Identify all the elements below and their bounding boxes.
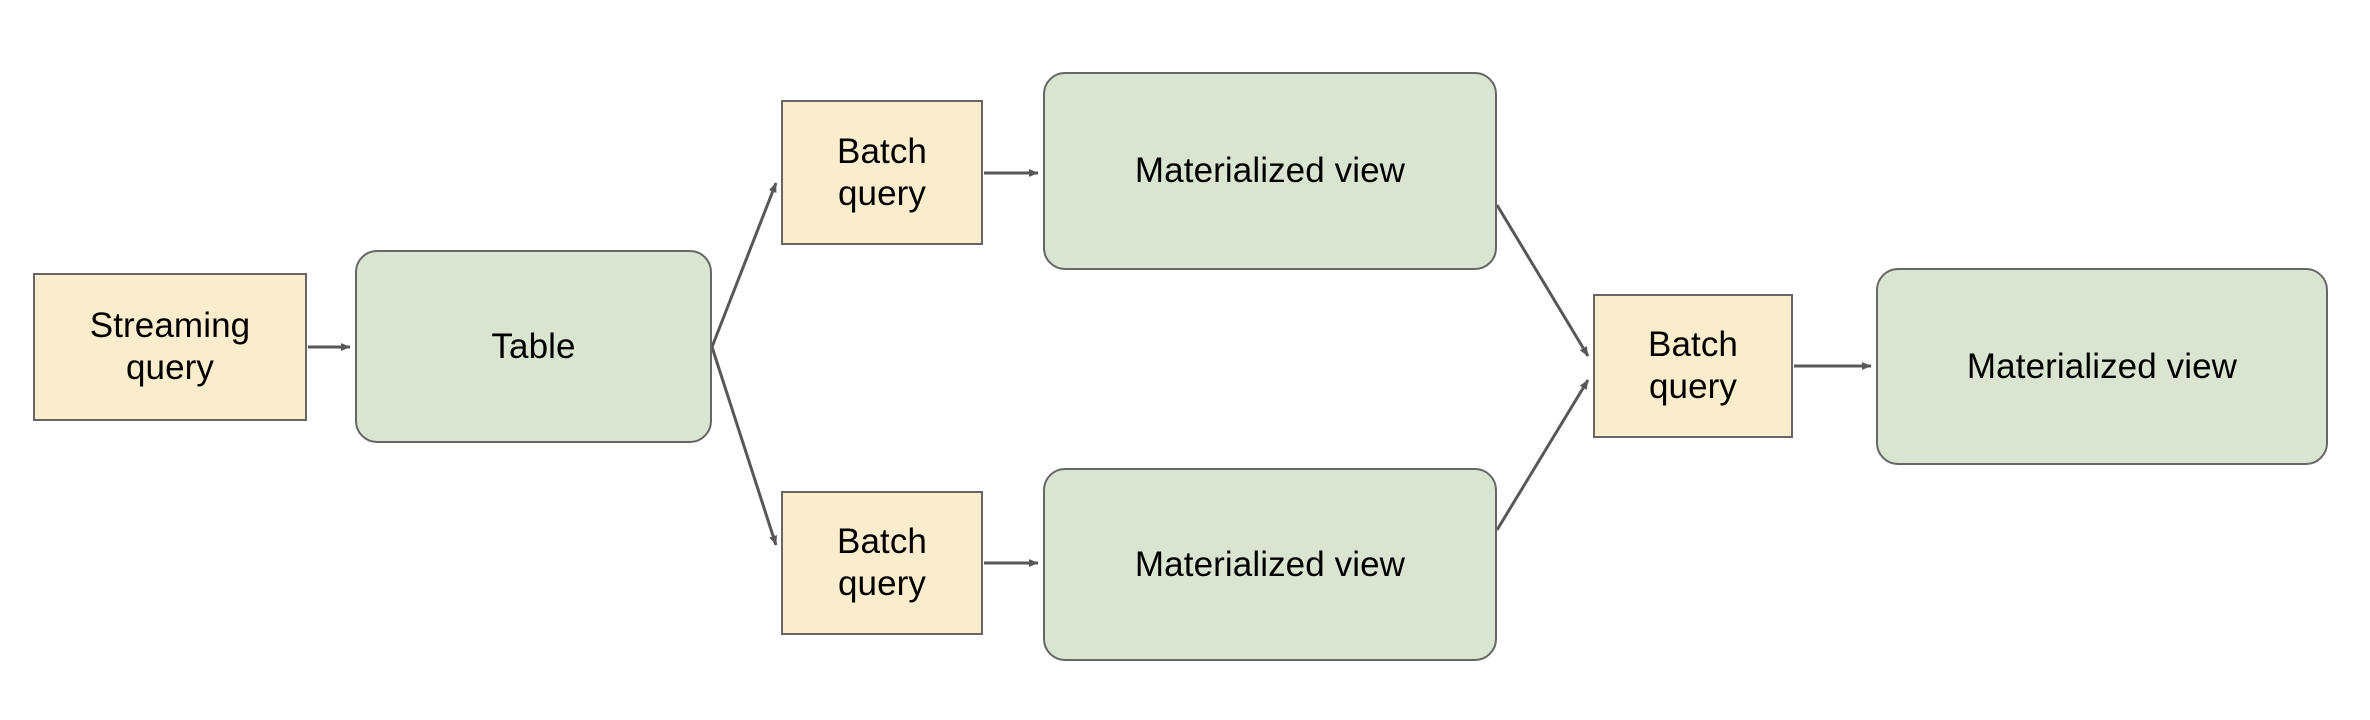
edge-table-to-batch-bottom (710, 346, 778, 546)
node-materialized-view-right[interactable]: Materialized view (1876, 268, 2328, 465)
node-table-label: Table (491, 326, 576, 366)
node-streaming-query[interactable]: Streaming query (33, 273, 307, 421)
node-streaming-query-label: Streaming query (89, 306, 251, 387)
edge-mv-bottom-to-merge (1495, 379, 1590, 531)
node-materialized-view-bottom[interactable]: Materialized view (1043, 468, 1497, 661)
node-materialized-view-top[interactable]: Materialized view (1043, 72, 1497, 270)
node-materialized-view-right-label: Materialized view (1966, 346, 2238, 386)
edge-mv-top-to-merge (1495, 204, 1590, 357)
node-batch-query-top-label: Batch query (837, 131, 927, 213)
node-batch-query-merge[interactable]: Batch query (1593, 294, 1793, 438)
node-materialized-view-top-label: Materialized view (1134, 151, 1406, 190)
node-batch-query-bottom[interactable]: Batch query (781, 491, 983, 635)
edge-table-to-batch-top (710, 182, 778, 348)
node-batch-query-bottom-label: Batch query (837, 522, 927, 603)
node-batch-query-top[interactable]: Batch query (781, 100, 983, 245)
node-table[interactable]: Table (355, 250, 712, 443)
node-batch-query-merge-label: Batch query (1648, 325, 1738, 406)
node-materialized-view-bottom-label: Materialized view (1134, 544, 1406, 584)
